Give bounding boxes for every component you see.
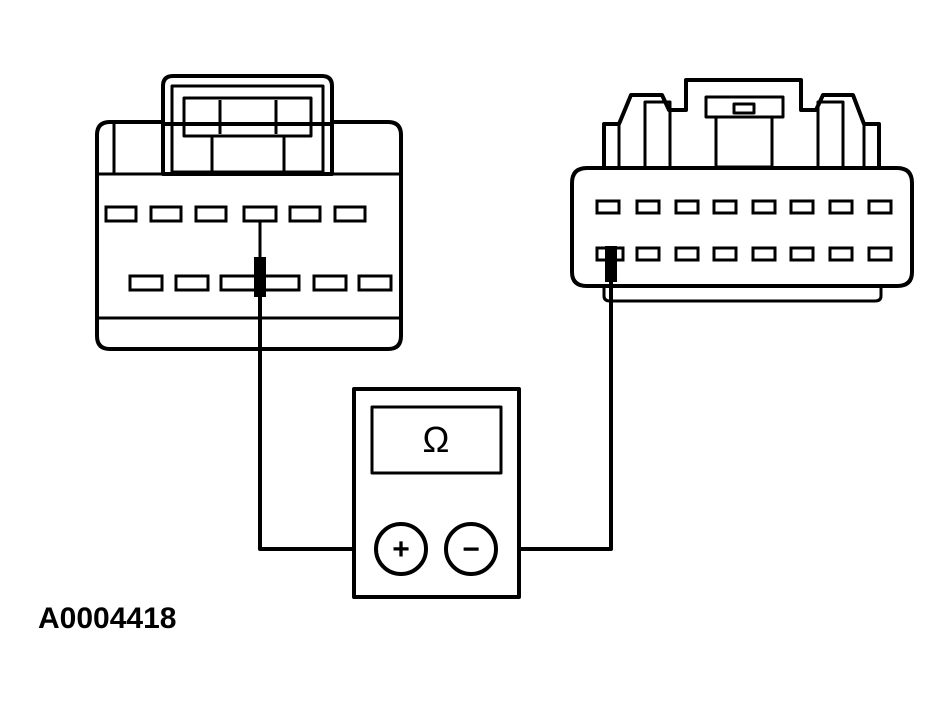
right-pin-a8 <box>867 199 893 215</box>
right-pin-b8 <box>867 246 893 262</box>
positive-lead <box>258 295 378 551</box>
left-probe <box>254 222 266 297</box>
right-pin-b5 <box>751 246 777 262</box>
left-pin-a5 <box>288 205 322 223</box>
left-pin-b5 <box>357 274 393 292</box>
right-pin-b7 <box>828 246 854 262</box>
right-pin-a3 <box>674 199 700 215</box>
right-pin-a2 <box>635 199 661 215</box>
right-pin-b2 <box>635 246 661 262</box>
left-pin-b1 <box>128 274 164 292</box>
right-pin-a1 <box>595 199 621 215</box>
ohm-symbol: Ω <box>423 419 450 460</box>
ohmmeter: Ω + − <box>352 387 521 599</box>
left-pin-b4 <box>312 274 348 292</box>
left-connector <box>95 74 403 351</box>
left-pin-a3 <box>194 205 228 223</box>
plus-icon: + <box>392 533 410 566</box>
right-pin-b4 <box>712 246 738 262</box>
figure-id-label: A0004418 <box>38 602 177 635</box>
right-pin-a5 <box>751 199 777 215</box>
right-pin-a7 <box>828 199 854 215</box>
negative-terminal[interactable]: − <box>444 522 498 576</box>
right-connector <box>570 78 914 303</box>
positive-terminal[interactable]: + <box>374 522 428 576</box>
meter-display <box>370 405 503 475</box>
left-pin-a6 <box>333 205 367 223</box>
right-probe <box>605 246 617 282</box>
left-pin-a2 <box>149 205 183 223</box>
test-leads <box>258 280 613 551</box>
minus-icon: − <box>462 533 480 566</box>
negative-lead <box>494 280 613 551</box>
left-pin-b2 <box>174 274 210 292</box>
right-pin-b3 <box>674 246 700 262</box>
left-pin-a4 <box>242 205 278 223</box>
right-pin-a4 <box>712 199 738 215</box>
left-pin-a1 <box>104 205 138 223</box>
right-pin-b6 <box>789 246 815 262</box>
right-pin-a6 <box>789 199 815 215</box>
